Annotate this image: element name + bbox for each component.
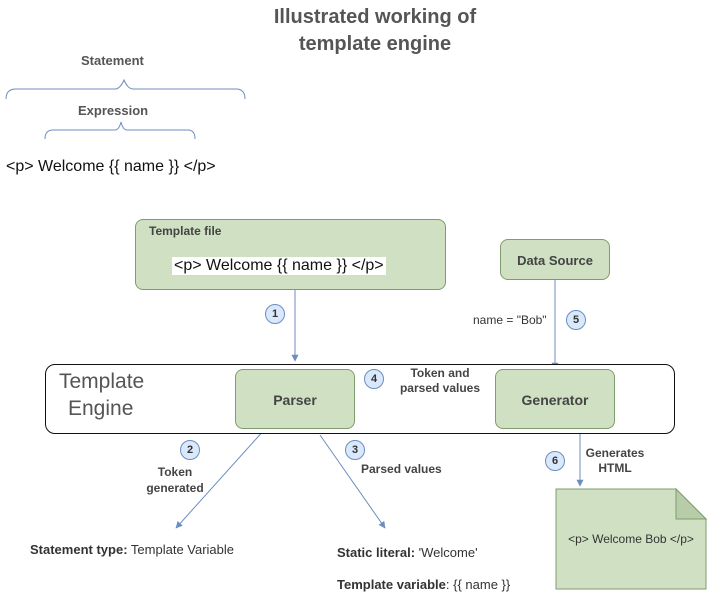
statement-label: Statement bbox=[81, 53, 144, 68]
template-engine-label-line1: Template bbox=[59, 370, 145, 393]
template-variable-key: Template variable bbox=[337, 577, 446, 592]
static-literal-value: 'Welcome' bbox=[418, 545, 478, 560]
parser-label: Parser bbox=[273, 392, 317, 408]
template-variable-sep: : bbox=[445, 577, 450, 592]
output-document-fold bbox=[675, 487, 708, 520]
template-file-label: Template file bbox=[149, 224, 222, 238]
statement-type-value: Template Variable bbox=[130, 542, 235, 557]
step-badge-2: 2 bbox=[180, 440, 200, 460]
generator-label: Generator bbox=[521, 392, 589, 408]
edge-label-generated: generated bbox=[146, 481, 204, 495]
edge-label-parsed-values: Parsed values bbox=[361, 462, 442, 476]
diagram-title-line1: Illustrated working of bbox=[273, 6, 477, 28]
step-badge-1: 1 bbox=[265, 304, 285, 324]
edge-label-generates: Generates bbox=[585, 446, 645, 460]
template-file-content: <p> Welcome {{ name }} </p> bbox=[172, 257, 386, 275]
data-source-node: Data Source bbox=[500, 239, 610, 280]
statement-type-line: Statement type: Template Variable bbox=[30, 542, 234, 557]
data-source-label: Data Source bbox=[517, 253, 593, 268]
static-literal-line: Static literal: 'Welcome' bbox=[337, 545, 478, 560]
edge-label-html: HTML bbox=[598, 461, 632, 475]
template-variable-line: Template variable: {{ name }} bbox=[337, 577, 510, 592]
output-document-shape bbox=[555, 488, 707, 590]
edge-parser-to-token bbox=[175, 428, 266, 529]
expression-brace bbox=[44, 121, 196, 140]
edge-label-token: Token bbox=[157, 465, 193, 479]
template-file-node: Template file <p> Welcome {{ name }} </p… bbox=[135, 219, 446, 290]
template-engine-label-line2: Engine bbox=[68, 397, 134, 420]
step-badge-3: 3 bbox=[345, 440, 365, 460]
step-badge-4: 4 bbox=[364, 369, 384, 389]
statement-brace bbox=[5, 78, 246, 100]
edge-label-parsed-values-line2: parsed values bbox=[399, 381, 481, 395]
statement-type-key: Statement type: bbox=[30, 542, 128, 557]
static-literal-key: Static literal: bbox=[337, 545, 416, 560]
syntax-code: <p> Welcome {{ name }} </p> bbox=[6, 158, 216, 175]
output-document-content: <p> Welcome Bob </p> bbox=[568, 532, 694, 546]
edge-parser-to-parsed-values bbox=[319, 434, 386, 529]
template-variable-value: {{ name }} bbox=[453, 577, 511, 592]
step-badge-5: 5 bbox=[566, 310, 586, 330]
expression-label: Expression bbox=[78, 103, 149, 118]
edge-label-name-bob: name = "Bob" bbox=[473, 313, 547, 327]
generator-node: Generator bbox=[495, 369, 615, 429]
edge-label-token-and: Token and bbox=[410, 366, 470, 380]
step-badge-6: 6 bbox=[545, 451, 565, 471]
diagram-title-line2: template engine bbox=[298, 33, 452, 55]
parser-node: Parser bbox=[235, 369, 355, 429]
